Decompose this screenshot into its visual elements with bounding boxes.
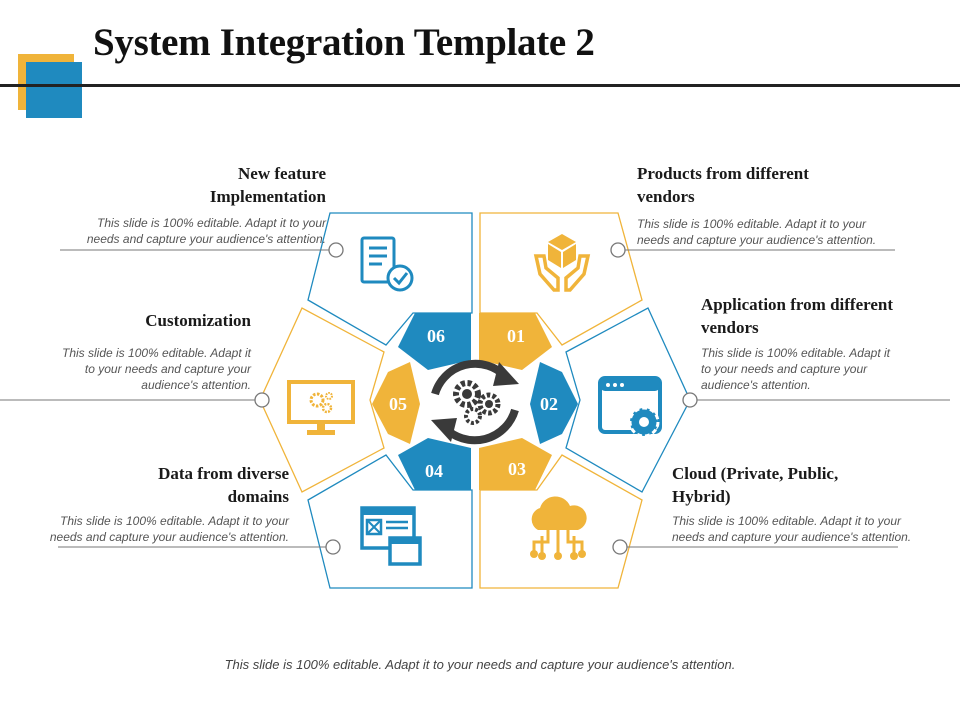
heading-02: Application from different vendors [701,295,894,337]
segment-number-01: 01 [507,326,525,346]
segment-number-03: 03 [508,459,526,479]
monitor-gears-icon [287,380,355,435]
segment-03 [479,438,552,490]
segment-number-02: 02 [540,394,558,414]
panel-outline-05 [259,307,385,493]
desc-02: This slide is 100% editable. Adapt it to… [701,346,890,392]
panel-outline-03 [479,454,643,589]
segment-06 [398,313,471,370]
heading-06: New feature Implementation [209,164,326,206]
decor-square-blue [26,62,82,118]
segment-number-04: 04 [425,461,443,481]
browser-gear-icon [598,376,662,438]
refresh-gears-icon [431,359,519,445]
connector-dot-05 [254,392,270,408]
cloud-network-icon [530,496,587,560]
segment-number-05: 05 [389,394,407,414]
hands-box-icon [533,234,591,292]
data-windows-icon [360,506,422,566]
heading-04: Data from diverse domains [158,464,289,506]
footer-note: This slide is 100% editable. Adapt it to… [224,657,736,672]
desc-06: This slide is 100% editable. Adapt it to… [86,216,326,246]
desc-04: This slide is 100% editable. Adapt it to… [49,514,289,544]
segment-05 [372,362,420,444]
segment-number-06: 06 [427,326,445,346]
page-title: System Integration Template 2 [93,21,595,64]
panel-outline-04 [307,454,473,589]
panel-outline-02 [565,307,691,493]
connector-dot-03 [612,539,628,555]
desc-05: This slide is 100% editable. Adapt it to… [62,346,251,392]
title-divider [0,84,960,87]
desc-01: This slide is 100% editable. Adapt it to… [637,217,877,247]
heading-05: Customization [145,311,251,330]
heading-01: Products from different vendors [637,164,809,206]
heading-03: Cloud (Private, Public, Hybrid) [672,464,839,506]
desc-03: This slide is 100% editable. Adapt it to… [672,514,912,544]
connector-dot-06 [328,242,344,258]
connector-dot-04 [325,539,341,555]
segment-01 [479,313,552,370]
panel-outline-06 [307,212,473,346]
connector-dot-01 [610,242,626,258]
segment-04 [398,438,471,490]
connector-dot-02 [682,392,698,408]
checklist-icon [360,236,414,292]
segment-02 [530,362,578,444]
